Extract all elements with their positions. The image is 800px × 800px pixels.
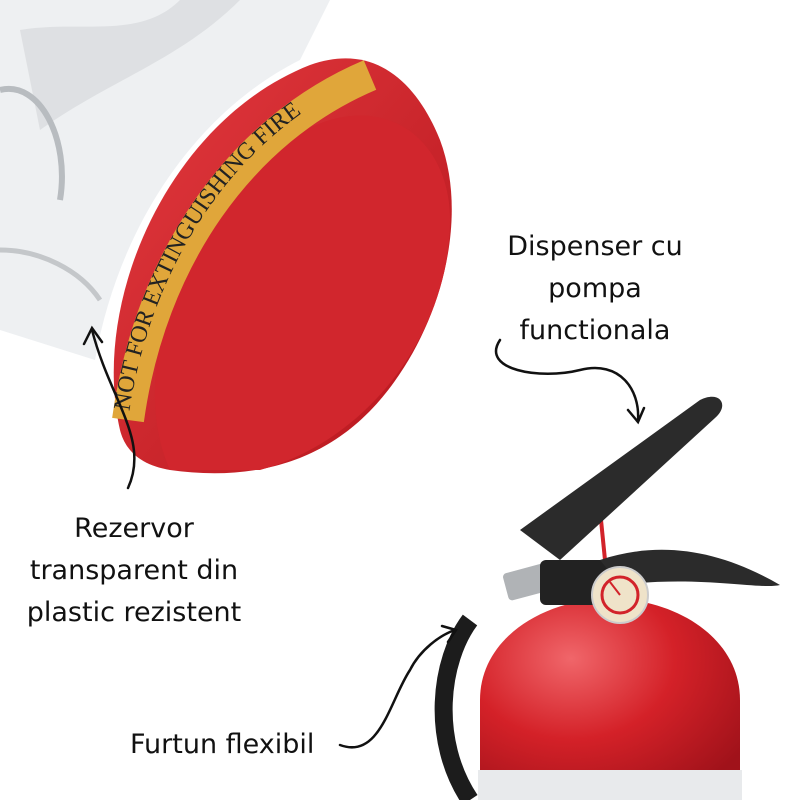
hose-connector [503,563,552,601]
fire-extinguisher [434,396,780,800]
arrow-pump [494,338,640,422]
caption-tank-line: Rezervor [74,513,194,544]
caption-tank: Rezervor transparent din plastic reziste… [14,508,254,634]
handle [600,549,780,587]
caption-pump-line: Dispenser cu [507,231,683,262]
caption-pump: Dispenser cu pompa functionala [490,226,700,352]
pump-lever [520,396,723,560]
caption-pump-line: functionala [519,315,671,346]
caption-tank-line: transparent din [29,555,239,586]
caption-pump-line: pompa [548,273,642,304]
arrow-hose [338,628,457,749]
flexible-hose [434,614,478,800]
red-cap: NOT FOR EXTINGUISHING FIRE [109,58,452,474]
arrow-tank [90,328,136,490]
red-dome [480,598,740,800]
annotation-arrows [82,325,646,749]
caption-tank-line: plastic rezistent [26,597,242,628]
caption-hose: Furtun flexibil [130,729,315,760]
transparent-tank [0,0,330,360]
